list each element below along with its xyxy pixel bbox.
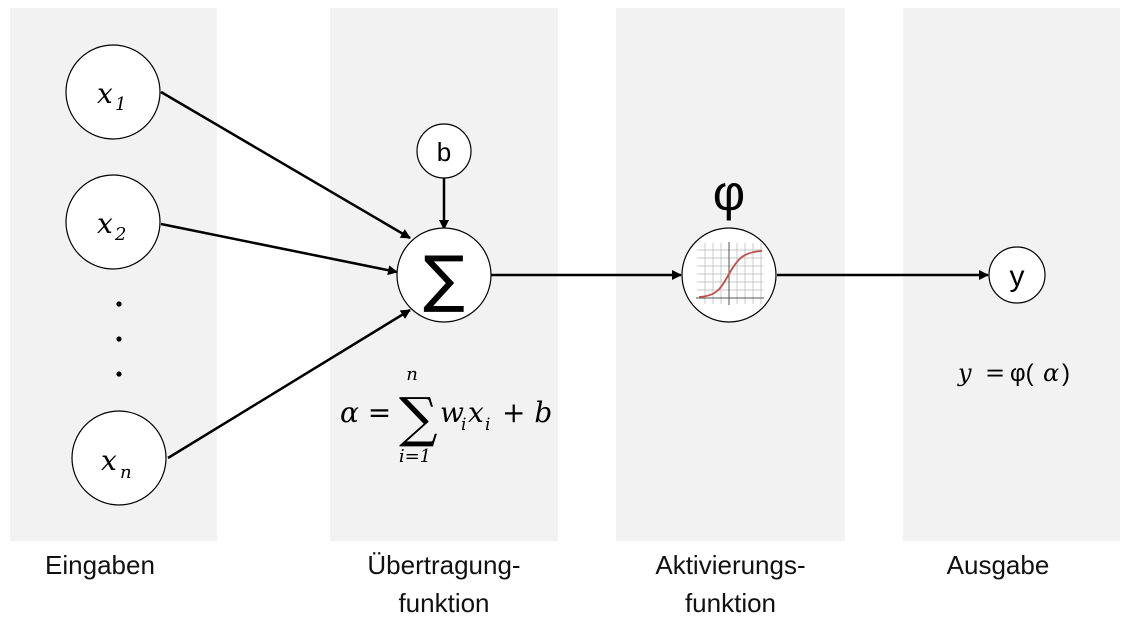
- input-x1-label: x: [97, 77, 113, 110]
- output-node: y: [988, 246, 1046, 304]
- output-label: y: [1010, 260, 1025, 293]
- formula-input: x: [468, 396, 484, 429]
- column-label-inputs: Eingaben: [10, 546, 190, 584]
- sigmoid-graph-icon: [696, 242, 764, 305]
- output-formula-equals: =: [985, 359, 1005, 387]
- input-xn-label: x: [101, 444, 117, 477]
- arrow-x2-to-sum: [160, 222, 398, 276]
- input-x2-subscript: 2: [114, 224, 126, 245]
- activation-node: [681, 227, 777, 323]
- summation-formula: α = ∑ n i=1 w i x i + b: [340, 364, 552, 467]
- formula-input-subscript: i: [485, 415, 490, 435]
- activation-phi-symbol: φ: [713, 165, 745, 221]
- column-label-inputs-text: Eingaben: [45, 550, 155, 580]
- output-formula-alpha: α: [1043, 359, 1059, 387]
- input-x1-subscript: 1: [115, 94, 126, 115]
- sum-symbol: ∑: [423, 242, 465, 315]
- column-label-output-text: Ausgabe: [946, 550, 1050, 580]
- input-node-x1: x 1: [65, 44, 161, 140]
- formula-plus-bias: + b: [502, 396, 552, 429]
- column-label-transfer-line1: Übertragung-: [367, 550, 521, 580]
- input-node-xn: x n: [71, 410, 167, 506]
- formula-alpha-equals: α =: [340, 396, 391, 429]
- input-node-x2: x 2: [65, 174, 161, 270]
- input-xn-subscript: n: [120, 462, 132, 483]
- input-x2-label: x: [97, 207, 113, 240]
- output-formula-close-paren: ): [1062, 360, 1070, 387]
- input-ellipsis-dots: [116, 301, 122, 377]
- formula-upper-limit: n: [406, 364, 418, 385]
- sum-node: ∑: [396, 227, 492, 323]
- column-label-output: Ausgabe: [903, 546, 1093, 584]
- output-formula-phi: φ(: [1010, 360, 1034, 387]
- bias-label: b: [437, 137, 451, 167]
- formula-weight-subscript: i: [461, 415, 466, 435]
- column-label-activation-line2: funktion: [684, 588, 777, 618]
- formula-sum-sign: ∑: [399, 386, 438, 449]
- arrow-xn-to-sum: [167, 308, 411, 460]
- column-label-activation-line1: Aktivierungs-: [655, 550, 806, 580]
- output-formula: y = φ( α ): [957, 359, 1070, 387]
- bias-node: b: [416, 123, 472, 179]
- column-label-transfer-function: Übertragung- funktion: [330, 546, 558, 622]
- formula-lower-limit: i=1: [399, 446, 431, 467]
- arrow-x1-to-sum: [160, 90, 411, 240]
- output-formula-y: y: [957, 359, 972, 387]
- column-label-transfer-line2: funktion: [398, 588, 490, 618]
- column-label-activation-function: Aktivierungs- funktion: [616, 546, 845, 622]
- formula-weight: w: [440, 396, 464, 429]
